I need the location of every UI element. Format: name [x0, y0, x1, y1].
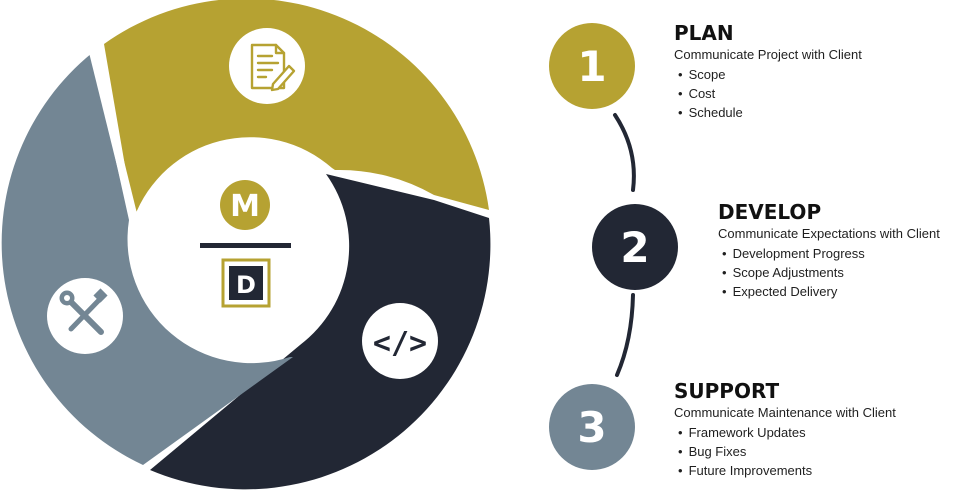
list-item: Future Improvements: [678, 461, 896, 480]
wrench-screwdriver-icon: [59, 288, 108, 335]
cycle-diagram: </> M D: [1, 0, 491, 490]
step-3-number: 3: [577, 402, 607, 452]
list-item: Scope: [678, 65, 862, 84]
logo-d-square: [229, 266, 263, 300]
logo-d-letter: D: [236, 271, 256, 299]
step-1-title: PLAN: [674, 21, 734, 45]
list-item: Framework Updates: [678, 423, 896, 442]
list-item: Bug Fixes: [678, 442, 896, 461]
logo-m-letter: M: [230, 189, 260, 224]
step-2-title: DEVELOP: [718, 200, 822, 224]
plan-icon-disc: [229, 28, 305, 104]
step-2-circle: 2: [592, 204, 678, 290]
support-segment: [1, 53, 293, 465]
step-2-list: Development Progress Scope Adjustments E…: [722, 244, 940, 301]
step-1-text: PLAN Communicate Project with Client Sco…: [674, 22, 862, 122]
document-edit-icon: [250, 43, 296, 92]
step-3-circle: 3: [549, 384, 635, 470]
develop-segment: [150, 174, 491, 490]
step-1-circle: 1: [549, 23, 635, 109]
step-2-subtitle: Communicate Expectations with Client: [718, 226, 940, 241]
step-1-number: 1: [577, 41, 607, 91]
list-item: Scope Adjustments: [722, 263, 940, 282]
plan-segment: [104, 0, 489, 218]
segment-gap-left: [88, 47, 138, 219]
logo-m-disc: [220, 180, 270, 230]
logo-divider: [200, 243, 291, 248]
develop-icon-disc: [362, 303, 438, 379]
step-1-subtitle: Communicate Project with Client: [674, 47, 862, 62]
step-1-list: Scope Cost Schedule: [678, 65, 862, 122]
code-brackets-icon: </>: [373, 326, 427, 361]
step-3-title: SUPPORT: [674, 379, 780, 403]
list-item: Schedule: [678, 103, 862, 122]
list-item: Cost: [678, 84, 862, 103]
step-2-number: 2: [620, 222, 650, 272]
step-3-text: SUPPORT Communicate Maintenance with Cli…: [674, 380, 896, 480]
step-2-text: DEVELOP Communicate Expectations with Cl…: [718, 201, 940, 301]
list-item: Development Progress: [722, 244, 940, 263]
step-3-subtitle: Communicate Maintenance with Client: [674, 405, 896, 420]
list-item: Expected Delivery: [722, 282, 940, 301]
step-3-list: Framework Updates Bug Fixes Future Impro…: [678, 423, 896, 480]
timeline-connector: [613, 113, 636, 377]
